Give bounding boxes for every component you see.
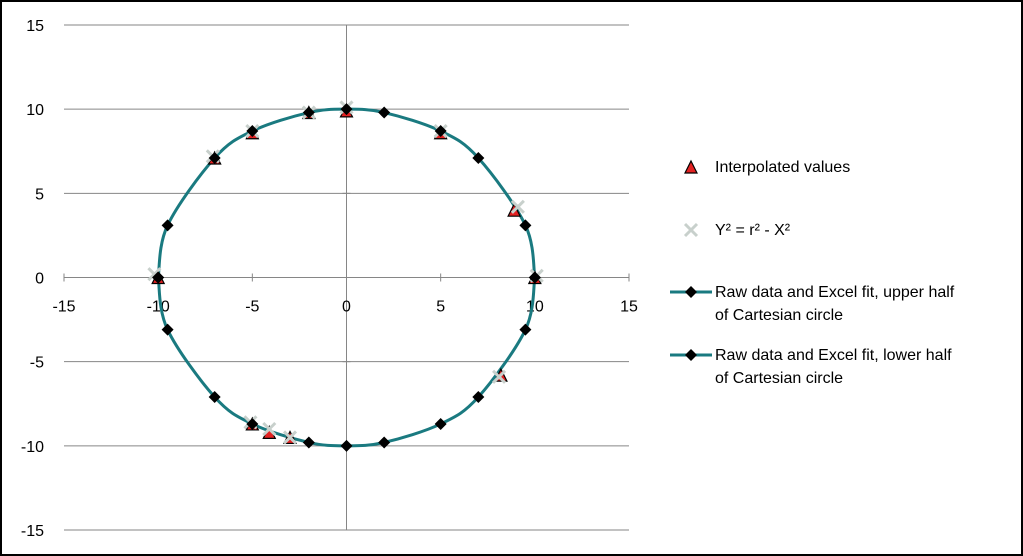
point-series-3: [161, 219, 174, 232]
legend-label: Interpolated values: [715, 159, 850, 176]
legend-marker: [685, 286, 697, 298]
point-series-2: [262, 421, 277, 437]
legend-label: Y² = r² - X²: [715, 222, 791, 239]
point-series-4: [378, 436, 391, 449]
point-series-3: [434, 125, 447, 138]
x-stroke: [683, 222, 699, 238]
point-series-4: [208, 391, 221, 404]
x-tick-label: 5: [436, 299, 445, 316]
point-series-4: [246, 417, 259, 430]
point-series-3: [519, 219, 532, 232]
y-tick-label: 10: [26, 102, 44, 119]
legend-label: Raw data and Excel fit, lower half: [715, 347, 952, 364]
point-series-3: [208, 151, 221, 164]
point-series-4: [472, 391, 485, 404]
x-stroke: [282, 430, 298, 445]
y-tick-label: -10: [21, 439, 44, 456]
point-series-4: [302, 436, 315, 449]
axis-layer: [63, 24, 630, 531]
point-series-4: [519, 323, 532, 336]
y-tick-label: 0: [35, 271, 44, 288]
x-tick-label: -5: [245, 299, 259, 316]
legend-marker: [685, 349, 697, 361]
point-series-2: [510, 199, 525, 214]
legend: Interpolated values Y² = r² - X² Raw data …: [670, 159, 955, 387]
legend-label: of Cartesian circle: [715, 370, 843, 387]
x-tick-label: 15: [620, 299, 638, 316]
legend-label: of Cartesian circle: [715, 307, 843, 324]
x-tick-label: 0: [342, 299, 351, 316]
point-series-3: [472, 151, 485, 164]
x-stroke: [491, 369, 507, 384]
data-markers: [147, 100, 544, 452]
x-tick-label: 10: [526, 299, 544, 316]
point-series-4: [528, 271, 541, 284]
point-series-2: [491, 369, 507, 384]
legend-marker: [684, 159, 698, 174]
x-tick-label: -10: [147, 299, 170, 316]
x-stroke: [147, 267, 162, 282]
x-stroke: [262, 421, 277, 437]
legend-label: Raw data and Excel fit, upper half: [715, 284, 955, 301]
point-series-4: [434, 417, 447, 430]
tick-labels: -15 -10 -5 0 5 10 15 -15 -10 -5 0 5 10 15: [21, 18, 638, 540]
y-tick-label: 15: [26, 18, 44, 35]
x-tick-label: -15: [52, 299, 75, 316]
y-tick-label: 5: [35, 186, 44, 203]
point-series-4: [152, 271, 165, 284]
legend-marker: [683, 222, 699, 238]
point-series-3: [302, 106, 315, 119]
point-series-3: [378, 106, 391, 119]
point-series-4: [161, 323, 174, 336]
point-series-3: [246, 125, 259, 138]
y-tick-label: -15: [21, 523, 44, 540]
point-series-4: [340, 439, 353, 452]
point-series-3: [340, 103, 353, 116]
x-stroke: [510, 199, 525, 214]
y-tick-label: -5: [30, 355, 44, 372]
point-series-2: [282, 430, 298, 445]
